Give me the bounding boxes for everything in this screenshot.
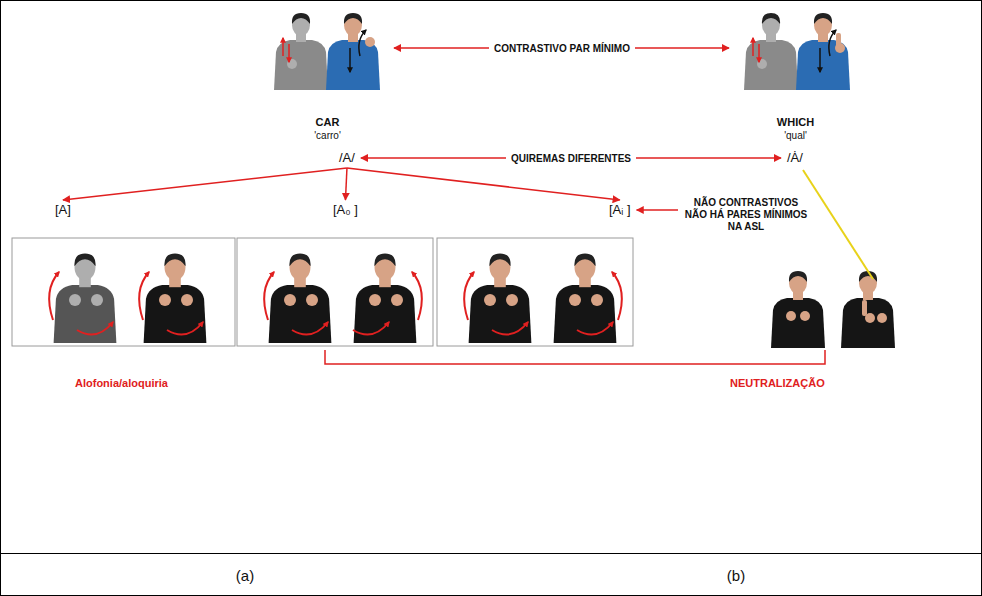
connector-arrow: [345, 168, 347, 200]
figure-label: Alofonia/aloquiria: [75, 376, 168, 390]
sign-photo-group: WHICH'qual': [733, 8, 858, 142]
edge-label: CONTRASTIVO PAR MÍNIMO: [489, 42, 635, 55]
edge-label: QUIREMAS DIFERENTES: [506, 152, 636, 165]
node-text: CAR: [316, 115, 340, 129]
chereme-term: /A/: [337, 150, 357, 166]
signer-photo: [744, 13, 798, 90]
node-text: (b): [727, 567, 745, 584]
allochere-term: [Aᵢ ]: [607, 202, 633, 218]
node-text: NÃO CONTRASTIVOS NÃO HÁ PARES MÍNIMOS NA…: [682, 197, 810, 233]
leader-line: [803, 170, 873, 279]
signer-photo: [274, 13, 328, 90]
connector-arrow: [63, 168, 347, 200]
node-text: /A/: [337, 150, 357, 166]
signer-photo: [326, 13, 380, 90]
connector-arrow: [637, 209, 678, 211]
signer-photo: [796, 13, 850, 90]
chereme-term: /Ȧ/: [785, 150, 805, 166]
node-text: [Aᵢ ]: [607, 202, 633, 218]
table-cell: (a): [0, 553, 490, 596]
node-text: (a): [236, 567, 254, 584]
node-text: [A]: [53, 202, 73, 218]
sign-photo-group: CAR'carro': [265, 8, 390, 142]
node-text: 'qual': [784, 129, 807, 142]
note-text: NÃO CONTRASTIVOS NÃO HÁ PARES MÍNIMOS NA…: [682, 197, 810, 233]
bracket: [325, 350, 825, 364]
allochere-term: [A₀ ]: [331, 202, 360, 218]
node-text: 'carro': [314, 129, 341, 142]
node-text: [A₀ ]: [331, 202, 360, 218]
table-cell: (b): [490, 553, 982, 596]
figure-label: NEUTRALIZAÇÃO: [730, 376, 825, 390]
node-text: WHICH: [777, 115, 814, 129]
allochere-term: [A]: [53, 202, 73, 218]
connector-arrow: [347, 168, 620, 200]
node-text: /Ȧ/: [785, 150, 805, 166]
